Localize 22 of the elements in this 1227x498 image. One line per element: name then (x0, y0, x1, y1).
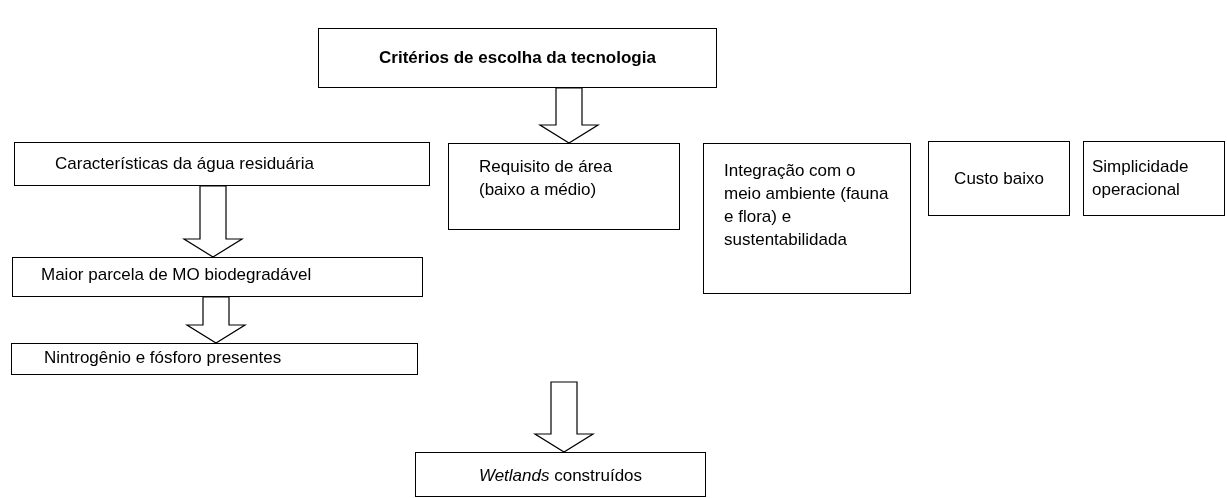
process-box (415, 452, 706, 497)
block-arrow (181, 185, 245, 258)
process-box (448, 143, 680, 230)
box-text: Wetlands construídos (477, 465, 644, 487)
block-arrow (537, 87, 601, 144)
box-text: Integração com o meio ambiente (fauna e flora) e sustentabilidada (724, 160, 890, 251)
process-box (703, 143, 911, 294)
process-box (11, 343, 418, 375)
process-box (14, 142, 430, 186)
box-text: Características da água residuária (55, 153, 315, 175)
box-text: Maior parcela de MO biodegradável (41, 264, 313, 286)
process-box (12, 257, 423, 297)
process-box (318, 28, 717, 88)
box-text: Nintrogênio e fósforo presentes (44, 347, 283, 369)
process-box (1083, 141, 1225, 216)
box-text: Critérios de escolha da tecnologia (378, 47, 657, 69)
block-arrow (184, 296, 248, 344)
box-text: Requisito de área (baixo a médio) (479, 156, 614, 201)
box-text: Simplicidade operacional (1092, 156, 1190, 201)
block-arrow (532, 381, 596, 453)
process-box (928, 141, 1070, 216)
box-text: Custo baixo (953, 168, 1045, 190)
